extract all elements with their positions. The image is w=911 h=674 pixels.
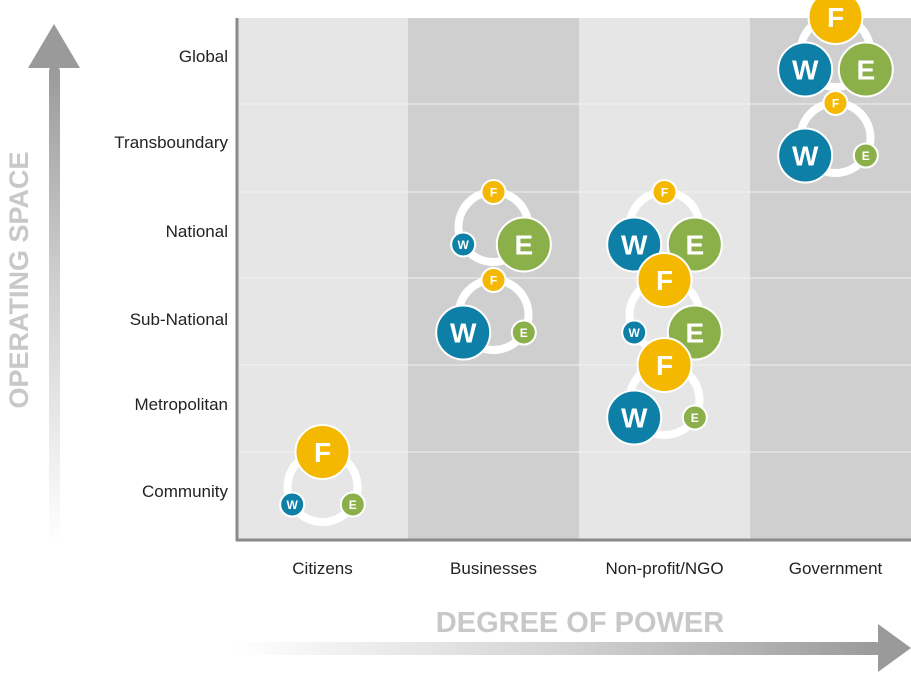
energy-node: [852, 142, 879, 169]
water-node: [621, 319, 648, 346]
node-letter: F: [490, 185, 497, 199]
node-letter: F: [490, 273, 497, 287]
y-axis-arrow: [28, 24, 80, 546]
column-label: Non-profit/NGO: [605, 559, 723, 578]
food-node: [636, 252, 693, 308]
node-letter: F: [827, 2, 844, 33]
node-letter: W: [450, 318, 477, 349]
row-label: National: [166, 222, 228, 241]
wef-group: FW E: [777, 0, 894, 98]
node-letter: E: [514, 230, 533, 261]
row-labels: Community Metropolitan Sub-National Nationa…: [114, 47, 228, 501]
node-letter: W: [458, 238, 470, 252]
water-node: [777, 127, 834, 184]
food-node: [807, 0, 864, 45]
node-letter: F: [832, 96, 839, 110]
row-label: Sub-National: [130, 310, 228, 329]
node-letter: F: [656, 265, 673, 296]
node-letter: E: [691, 411, 699, 425]
x-axis-title: DEGREE OF POWER: [436, 607, 724, 639]
node-letter: F: [656, 350, 673, 381]
node-letter: W: [792, 55, 819, 86]
energy-node: [837, 41, 894, 98]
column-labels: Citizens Businesses Non-profit/NGO Governme…: [292, 559, 882, 578]
node-letter: E: [349, 498, 357, 512]
row-label: Community: [142, 482, 228, 501]
node-letter: W: [621, 230, 648, 261]
node-letter: W: [629, 326, 641, 340]
row-label: Metropolitan: [134, 395, 228, 414]
node-letter: E: [856, 55, 875, 86]
node-letter: F: [314, 437, 331, 468]
node-letter: E: [862, 149, 870, 163]
water-node: [606, 389, 663, 446]
node-letter: F: [661, 185, 668, 199]
energy-node: [495, 216, 552, 273]
node-letter: E: [520, 326, 528, 340]
energy-node: [510, 319, 537, 346]
node-letter: W: [621, 403, 648, 434]
wef-group: F W E: [279, 424, 366, 526]
node-letter: W: [792, 141, 819, 172]
row-label: Global: [179, 47, 228, 66]
column-label: Citizens: [292, 559, 352, 578]
node-letter: W: [287, 498, 299, 512]
energy-node: [339, 491, 366, 518]
food-node: [651, 179, 678, 205]
column-label: Government: [789, 559, 883, 578]
node-letter: E: [685, 230, 704, 261]
wef-group: F W E: [777, 90, 879, 184]
x-axis-arrow: [232, 624, 911, 672]
water-node: [777, 41, 834, 98]
food-node: [480, 267, 507, 293]
node-letter: E: [685, 318, 704, 349]
food-node: [636, 337, 693, 393]
wef-group: F W E: [435, 267, 537, 361]
energy-node: [681, 404, 708, 431]
water-node: [279, 491, 306, 518]
water-node: [435, 304, 492, 361]
food-node: [294, 424, 351, 480]
food-node: [480, 179, 507, 205]
wef-group: F W E: [450, 179, 552, 273]
food-node: [822, 90, 849, 116]
column-label: Businesses: [450, 559, 537, 578]
row-label: Transboundary: [114, 133, 228, 152]
water-node: [450, 231, 477, 258]
y-axis-title: OPERATING SPACE: [4, 151, 34, 408]
wef-group: FW E: [606, 337, 708, 446]
